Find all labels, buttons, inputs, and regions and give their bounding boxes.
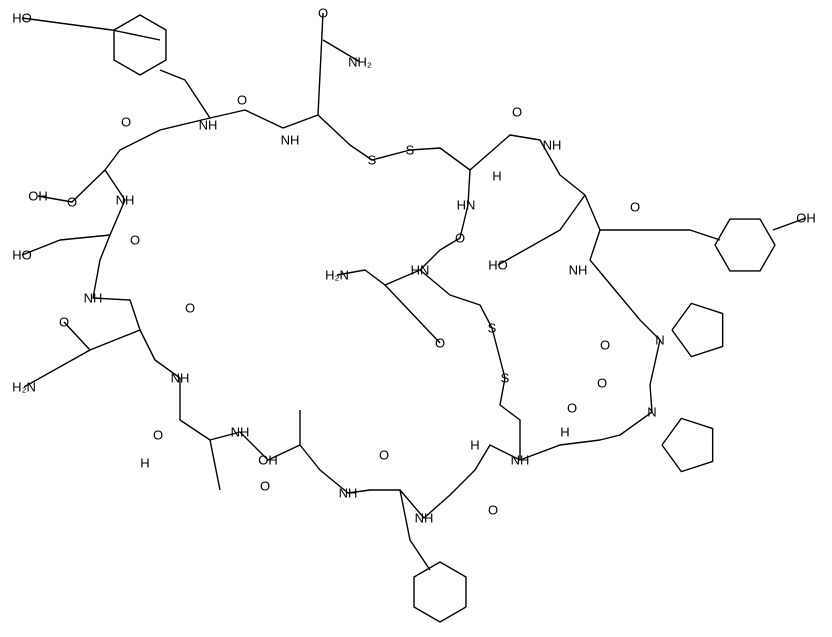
macrocycle-bond	[92, 109, 661, 519]
bond-layer	[21, 12, 807, 623]
atom-label: N	[647, 405, 656, 420]
atom-label: NH₂	[348, 55, 372, 70]
atom-label: NH	[281, 133, 300, 148]
ser2-side-bond	[497, 194, 586, 266]
asn-nh2-bond	[23, 349, 91, 388]
atom-label: S	[368, 153, 377, 168]
atom-label: NH	[339, 486, 358, 501]
phenol-ring-top	[113, 14, 167, 76]
atom-label: O	[600, 338, 610, 353]
atom-label: N	[655, 333, 664, 348]
asn-side-bond	[63, 321, 141, 351]
atom-label: NH	[84, 291, 103, 306]
atom-label: NH	[231, 425, 250, 440]
atom-label: O	[455, 231, 465, 246]
tyr2-side-bond	[600, 229, 721, 241]
atom-label-layer: HO O NH₂ O NH O NH S S O NH OH O NH H HN…	[12, 6, 816, 526]
atom-label: O	[630, 200, 640, 215]
phe-side-bond	[399, 489, 431, 571]
atom-label: HN	[411, 263, 430, 278]
proline-ring-1	[671, 302, 724, 358]
tyrosine-side-bond	[159, 69, 211, 119]
atom-label: O	[59, 315, 69, 330]
amide-side-bond	[317, 12, 324, 116]
phenol-oh-bond	[772, 217, 807, 231]
atom-label: O	[67, 195, 77, 210]
atom-label: O	[597, 376, 607, 391]
atom-label: OH	[28, 189, 48, 204]
atom-label: OH	[796, 211, 816, 226]
atom-label: NH	[543, 138, 562, 153]
atom-label: O	[260, 479, 270, 494]
atom-label: O	[318, 6, 328, 21]
atom-label: H	[560, 425, 569, 440]
atom-label: NH	[569, 263, 588, 278]
atom-label: S	[406, 143, 415, 158]
atom-label: OH	[258, 453, 278, 468]
disulfide-bridge-bond	[419, 169, 521, 460]
atom-label: NH	[415, 511, 434, 526]
phenyl-ring-bottom	[413, 561, 467, 623]
atom-label: O	[512, 105, 522, 120]
proline-ring-2	[661, 417, 714, 473]
atom-label: NH	[116, 193, 135, 208]
atom-label: HO	[12, 11, 32, 26]
atom-label: O	[435, 336, 445, 351]
atom-label: NH	[511, 453, 530, 468]
thr-side-bond	[209, 439, 221, 491]
atom-label: O	[379, 448, 389, 463]
atom-label: S	[501, 371, 510, 386]
atom-label: H	[470, 438, 479, 453]
atom-label: H	[140, 456, 149, 471]
atom-label: O	[153, 428, 163, 443]
atom-label: O	[567, 401, 577, 416]
atom-label: H₂N	[325, 268, 349, 283]
atom-label: S	[488, 321, 497, 336]
amide-nh2-bond	[322, 39, 361, 63]
ser-side-bond	[21, 234, 111, 256]
atom-label: O	[130, 233, 140, 248]
atom-label: HN	[457, 198, 476, 213]
atom-label: O	[488, 503, 498, 518]
atom-label: NH	[199, 118, 218, 133]
atom-label: H₂N	[12, 380, 36, 395]
glycine-carbonyl-bond	[384, 284, 441, 344]
phenol-oh-bond-top	[21, 17, 161, 41]
atom-label: O	[185, 301, 195, 316]
atom-label: HO	[488, 258, 508, 273]
atom-label: H	[492, 169, 501, 184]
atom-label: O	[237, 93, 247, 108]
atom-label: HO	[12, 248, 32, 263]
asp-side-bond	[37, 169, 106, 203]
atom-label: O	[121, 115, 131, 130]
glycine-bond	[336, 269, 421, 286]
atom-label: NH	[171, 371, 190, 386]
phenol-ring-right	[714, 218, 776, 272]
